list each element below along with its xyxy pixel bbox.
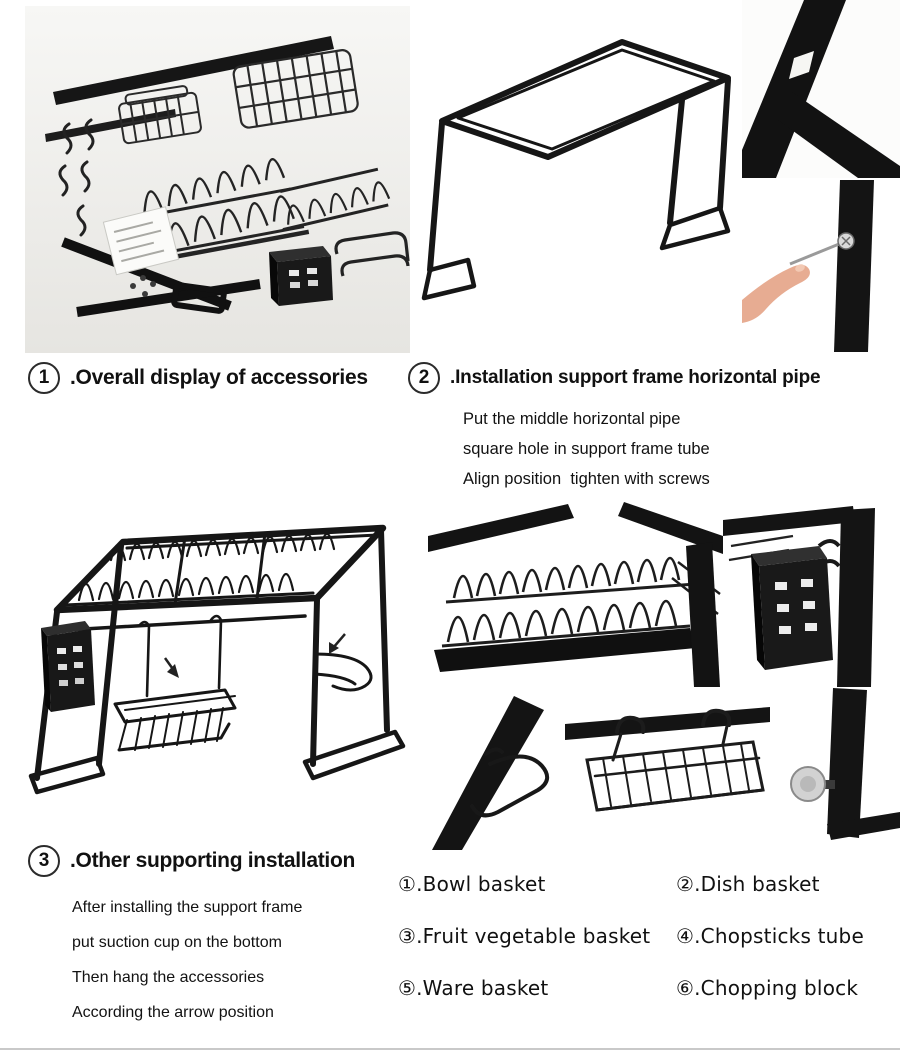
support-frame-illustration <box>412 18 742 353</box>
step2-instructions: Put the middle horizontal pipe square ho… <box>463 404 710 494</box>
dish-rack-right <box>279 167 391 232</box>
hanging-basket <box>113 688 237 752</box>
instruction-line: put suction cup on the bottom <box>72 934 282 951</box>
parts-list: ①.Bowl basket ②.Dish basket ③.Fruit vege… <box>398 858 900 1014</box>
step3-title: .Other supporting installation <box>70 849 356 872</box>
instruction-line: After installing the support frame <box>72 899 303 916</box>
ware-basket-detail <box>565 698 770 843</box>
step2-title: .Installation support frame horizontal p… <box>450 367 821 388</box>
assembled-rack-illustration <box>15 458 435 850</box>
step1-number-badge: 1 <box>28 362 60 394</box>
frame-bar <box>53 36 334 105</box>
hook-detail <box>428 690 578 850</box>
parts-list-item: ④.Chopsticks tube <box>676 924 864 948</box>
parts-list-item: ②.Dish basket <box>676 872 820 896</box>
chopsticks-tube-detail <box>723 502 900 687</box>
position-arrow <box>163 657 179 678</box>
step3-header: 3 .Other supporting installation <box>28 845 355 877</box>
step1-header: 1 .Overall display of accessories <box>28 362 368 394</box>
parts-list-item: ①.Bowl basket <box>398 872 546 896</box>
step3-instructions: After installing the support frame put s… <box>72 890 302 1030</box>
step3-number-badge: 3 <box>28 845 60 877</box>
parts-list-item: ③.Fruit vegetable basket <box>398 924 651 948</box>
hand-pointer <box>742 264 810 323</box>
leg-hook-bracket <box>313 652 373 692</box>
instruction-line: Align position tighten with screws <box>463 470 710 488</box>
step2-number-badge: 2 <box>408 362 440 394</box>
parts-list-item: ⑥.Chopping block <box>676 976 859 1000</box>
suction-cup-detail <box>775 688 900 853</box>
position-arrow <box>329 633 346 654</box>
instruction-line: According the arrow position <box>72 1004 274 1021</box>
chopstick-box <box>269 246 333 306</box>
screw-shaft <box>789 240 845 266</box>
manual-sheet <box>102 206 180 276</box>
chopstick-tube-on-rack <box>41 621 95 712</box>
instruction-line: square hole in support frame tube <box>463 440 710 458</box>
screws <box>130 275 156 297</box>
frame-post <box>834 180 874 352</box>
step1-title: .Overall display of accessories <box>70 366 368 389</box>
cutlery-basket <box>118 85 202 145</box>
wire-bracket <box>334 231 410 277</box>
leg-frames <box>61 237 261 317</box>
screw-fixing-detail <box>742 180 900 352</box>
step2-header: 2 .Installation support frame horizontal… <box>408 362 821 394</box>
accessories-photo <box>25 6 410 353</box>
dish-basket-detail <box>428 502 723 687</box>
parts-list-item: ⑤.Ware basket <box>398 976 549 1000</box>
square-hole <box>789 51 814 79</box>
hooks <box>58 118 95 237</box>
instruction-line: Put the middle horizontal pipe <box>463 410 681 428</box>
frame-corner-detail <box>742 0 900 178</box>
wire-shelf <box>232 49 359 129</box>
instruction-line: Then hang the accessories <box>72 969 265 986</box>
